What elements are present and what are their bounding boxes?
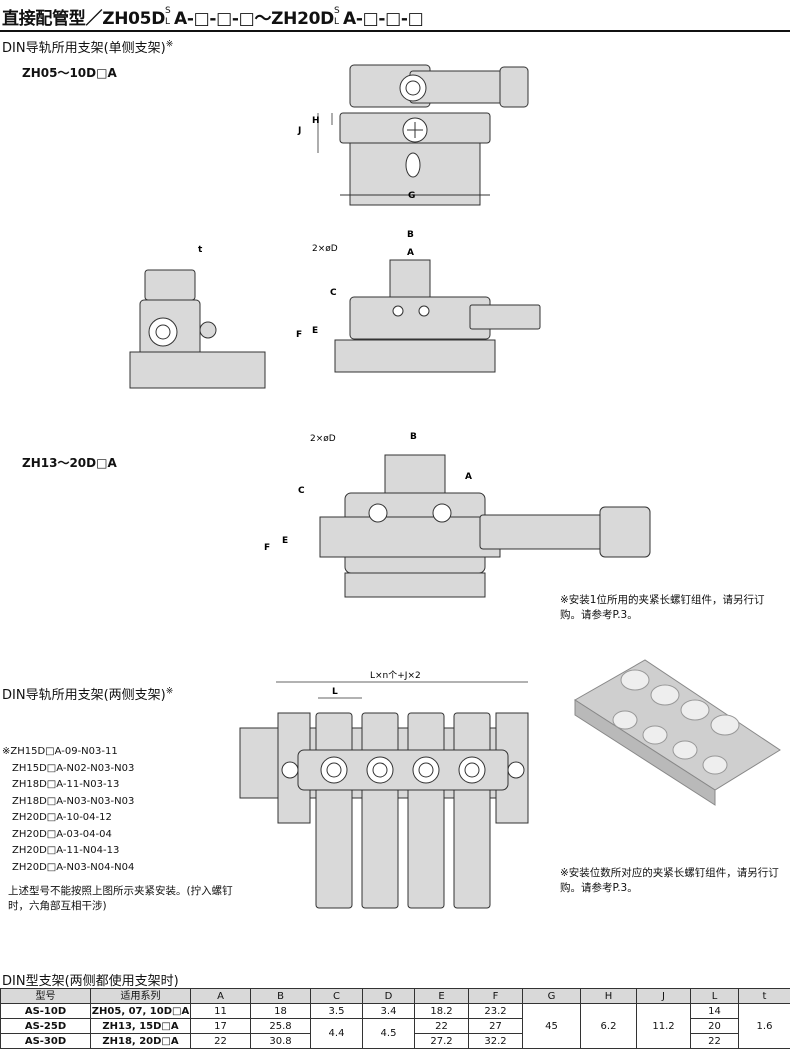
cell-b: 18 bbox=[250, 1003, 311, 1019]
model-item: ※ZH15D□A-09-N03-11 bbox=[2, 746, 118, 757]
model-item: ZH15D□A-N02-N03-N03 bbox=[12, 762, 135, 774]
dim-c-large: C bbox=[298, 486, 305, 496]
drawing-side-view-small: t bbox=[129, 245, 266, 389]
dim-e: E bbox=[312, 326, 318, 336]
table-row: AS-30D ZH18, 20D□A 22 30.8 27.2 32.2 22 bbox=[0, 1033, 790, 1049]
table-header-row: 型号 适用系列 A B C D E F G H J L t bbox=[0, 988, 790, 1004]
cell-t: 1.6 bbox=[738, 1003, 790, 1049]
cell-l: 20 bbox=[690, 1018, 739, 1034]
dim-c: C bbox=[330, 288, 337, 298]
table-header: H bbox=[580, 988, 637, 1004]
product-photo bbox=[574, 659, 781, 806]
dim-j: J bbox=[297, 126, 301, 136]
dim-g: G bbox=[408, 191, 415, 201]
dim-b: B bbox=[407, 230, 414, 240]
cell-a: 22 bbox=[190, 1033, 251, 1049]
dim-b-large: B bbox=[410, 432, 417, 442]
cell-c: 3.5 bbox=[310, 1003, 363, 1019]
model-list: ※ZH15D□A-09-N03-11 ZH15D□A-N02-N03-N03 Z… bbox=[2, 744, 134, 876]
model-item: ZH20D□A-N03-N04-N04 bbox=[12, 861, 135, 873]
dim-h: H bbox=[312, 116, 320, 126]
cell-l: 14 bbox=[690, 1003, 739, 1019]
dim-t: t bbox=[198, 245, 203, 255]
cell-e: 18.2 bbox=[414, 1003, 469, 1019]
table-title: DIN型支架(两侧都使用支架时) bbox=[2, 974, 179, 989]
drawing-front-view-large: 2×øD B A C E F bbox=[264, 432, 651, 598]
dim-e-large: E bbox=[282, 536, 288, 546]
table-header: 适用系列 bbox=[90, 988, 191, 1004]
cell-c: 4.4 bbox=[310, 1018, 363, 1049]
cell-series: ZH18, 20D□A bbox=[90, 1033, 191, 1049]
cell-f: 27 bbox=[468, 1018, 523, 1034]
cell-f: 23.2 bbox=[468, 1003, 523, 1019]
cell-f: 32.2 bbox=[468, 1033, 523, 1049]
cell-h: 6.2 bbox=[580, 1003, 637, 1049]
cell-model: AS-30D bbox=[0, 1033, 91, 1049]
dim-d: 2×øD bbox=[312, 244, 338, 254]
dim-a-large: A bbox=[465, 472, 472, 482]
drawing-top-view-small: J H G bbox=[297, 64, 529, 206]
drawing-front-view-small: 2×øD B A C E F bbox=[296, 230, 541, 373]
dim-d-large: 2×øD bbox=[310, 434, 336, 444]
dim-total: L×n个+J×2 bbox=[370, 670, 421, 681]
page-title: 直接配管型／ZH05D S L A-□-□-□～ZH20D S L A-□-□-… bbox=[2, 6, 424, 29]
table-header: L bbox=[690, 988, 739, 1004]
table-header: D bbox=[362, 988, 415, 1004]
table-header: B bbox=[250, 988, 311, 1004]
dim-f: F bbox=[296, 330, 302, 340]
section1-title: DIN导轨所用支架(单侧支架)※ bbox=[2, 39, 174, 56]
model-item: ZH20D□A-03-04-04 bbox=[12, 828, 112, 840]
table-header: J bbox=[636, 988, 691, 1004]
table-header: 型号 bbox=[0, 988, 91, 1004]
spec-table: 型号 适用系列 A B C D E F G H J L t AS-10D ZH0… bbox=[0, 988, 790, 1049]
table-header: C bbox=[310, 988, 363, 1004]
cell-model: AS-25D bbox=[0, 1018, 91, 1034]
model-item: ZH18D□A-11-N03-13 bbox=[12, 779, 120, 790]
table-header: t bbox=[738, 988, 790, 1004]
cell-j: 11.2 bbox=[636, 1003, 691, 1049]
cell-e: 27.2 bbox=[414, 1033, 469, 1049]
cell-b: 25.8 bbox=[250, 1018, 311, 1034]
model-item: ZH20D□A-10-04-12 bbox=[12, 812, 112, 823]
cell-a: 17 bbox=[190, 1018, 251, 1034]
cell-series: ZH13, 15D□A bbox=[90, 1018, 191, 1034]
dim-f-large: F bbox=[264, 543, 270, 553]
cell-a: 11 bbox=[190, 1003, 251, 1019]
drawing-multi-station: L×n个+J×2 L bbox=[239, 670, 529, 909]
model-label-b: ZH13～20D□A bbox=[22, 456, 117, 470]
section1-note: ※安装1位所用的夹紧长螺钉组件，请另行订购。请参考P.3。 bbox=[560, 594, 765, 621]
model-label-a: ZH05～10D□A bbox=[22, 66, 117, 80]
table-row: AS-10D ZH05, 07, 10D□A 11 18 3.5 3.4 18.… bbox=[0, 1003, 790, 1049]
section2-note: ※安装位数所对应的夹紧长螺钉组件，请另行订购。请参考P.3。 bbox=[560, 867, 779, 894]
cell-b: 30.8 bbox=[250, 1033, 311, 1049]
dim-l: L bbox=[332, 687, 338, 697]
cell-l: 22 bbox=[690, 1033, 739, 1049]
cell-d: 4.5 bbox=[362, 1018, 415, 1049]
cell-e: 22 bbox=[414, 1018, 469, 1034]
table-header: G bbox=[522, 988, 581, 1004]
table-header: E bbox=[414, 988, 469, 1004]
table-header: A bbox=[190, 988, 251, 1004]
page-header: 直接配管型／ZH05D S L A-□-□-□～ZH20D S L A-□-□-… bbox=[0, 0, 790, 32]
model-item: ZH20D□A-11-N04-13 bbox=[12, 845, 120, 856]
models-note: 上述型号不能按照上图所示夹紧安装。(拧入螺钉时，六角部互相干涉) bbox=[8, 885, 233, 912]
cell-series: ZH05, 07, 10D□A bbox=[90, 1003, 191, 1019]
model-item: ZH18D□A-N03-N03-N03 bbox=[12, 795, 135, 807]
cell-d: 3.4 bbox=[362, 1003, 415, 1019]
cell-model: AS-10D bbox=[0, 1003, 91, 1019]
table-header: F bbox=[468, 988, 523, 1004]
cell-g: 45 bbox=[522, 1003, 581, 1049]
dim-a: A bbox=[407, 248, 414, 258]
section2-title: DIN导轨所用支架(两侧支架)※ bbox=[2, 686, 174, 703]
